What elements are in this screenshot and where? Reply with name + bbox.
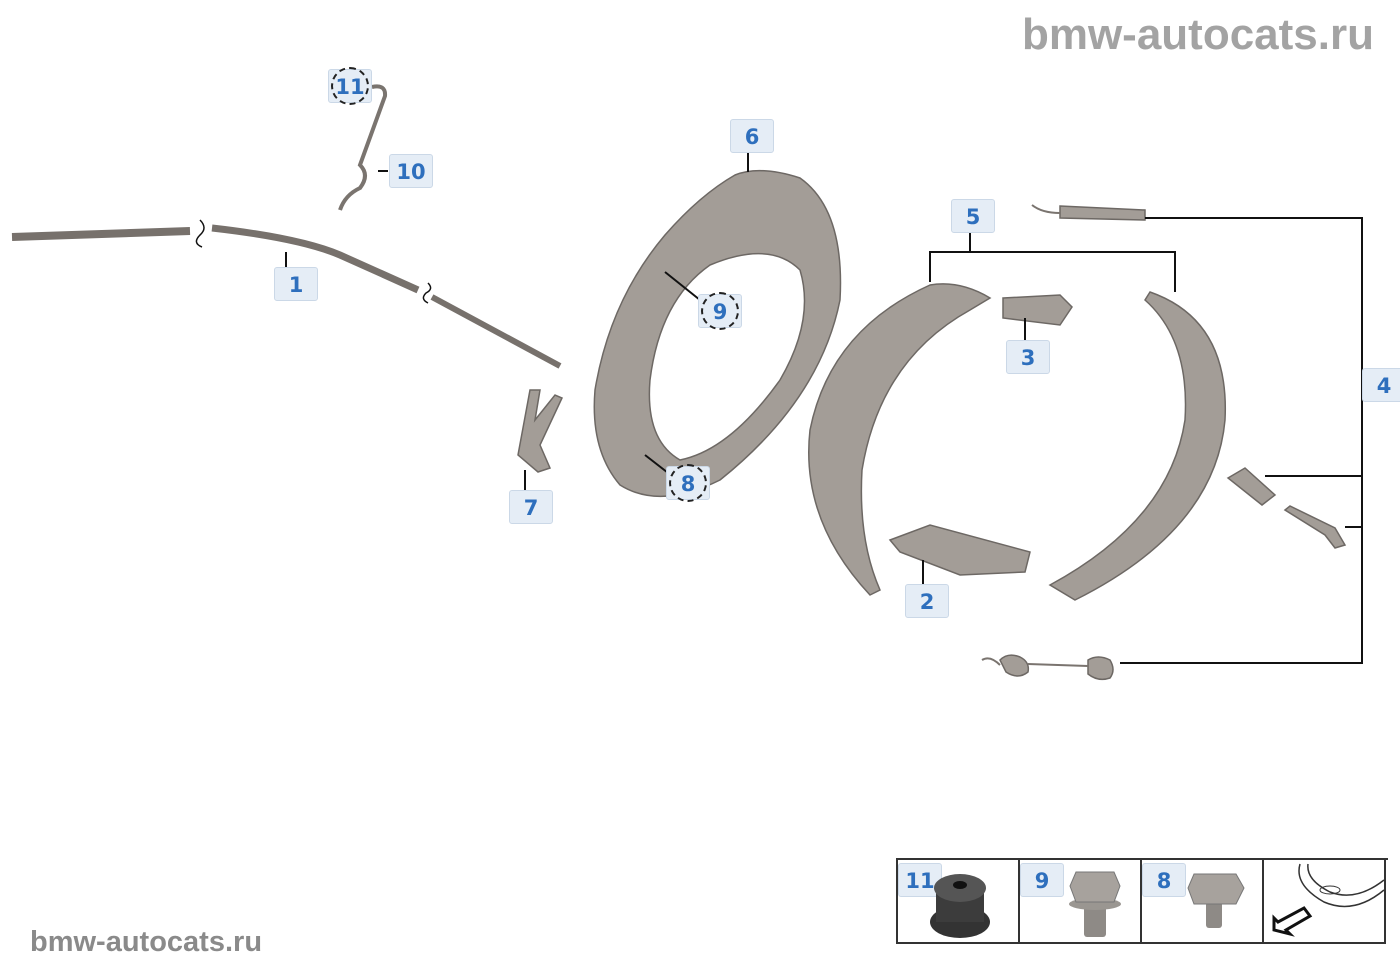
part-4-upper-spring[interactable] (1059, 205, 1146, 221)
callout-8[interactable]: 8 (666, 464, 710, 502)
part-3-expander[interactable] (1002, 294, 1073, 326)
callout-1[interactable]: 1 (274, 267, 318, 301)
car-direction-arrow-icon (1272, 863, 1385, 937)
callout-3[interactable]: 3 (1006, 340, 1050, 374)
legend-number: 9 (1020, 863, 1064, 897)
callout-5[interactable]: 5 (951, 199, 995, 233)
callout-2[interactable]: 2 (905, 584, 949, 618)
part-5-brake-shoe-left[interactable] (808, 283, 992, 596)
grommet-icon (930, 874, 990, 938)
legend-number: 11 (898, 863, 942, 897)
part-4-lower-spring[interactable] (999, 654, 1114, 681)
part-1-handbrake-cable[interactable] (11, 219, 562, 369)
callout-7[interactable]: 7 (509, 490, 553, 524)
watermark-top: bmw-autocats.ru (1021, 10, 1374, 59)
legend-number: 8 (1142, 863, 1186, 897)
legend-item-8[interactable]: 8 (1142, 860, 1264, 944)
part-5-brake-shoe-right[interactable] (1048, 291, 1227, 601)
callout-11[interactable]: 11 (328, 67, 372, 105)
callout-10[interactable]: 10 (389, 154, 433, 188)
callout-4[interactable]: 4 (1362, 368, 1400, 402)
callout-9[interactable]: 9 (698, 292, 742, 330)
part-4-hold-down-spring[interactable] (1226, 467, 1277, 506)
leader-lines (285, 153, 1370, 664)
watermark-bottom: bmw-autocats.ru (30, 926, 263, 958)
fastener-legend: 11 9 8 (896, 858, 1388, 944)
hex-bolt-icon (1187, 873, 1245, 928)
part-7-lever[interactable] (517, 389, 564, 473)
part-10-wire-bracket[interactable] (338, 84, 388, 211)
legend-item-9[interactable]: 9 (1020, 860, 1142, 944)
legend-item-11[interactable]: 11 (898, 860, 1020, 944)
callout-6[interactable]: 6 (730, 119, 774, 153)
part-6-backing-plate[interactable] (593, 169, 842, 498)
flanged-bolt-icon (1069, 871, 1121, 937)
part-4-hold-down-pin[interactable] (1283, 505, 1347, 549)
part-2-adjuster[interactable] (888, 524, 1031, 576)
legend-item-orientation (1264, 860, 1386, 944)
